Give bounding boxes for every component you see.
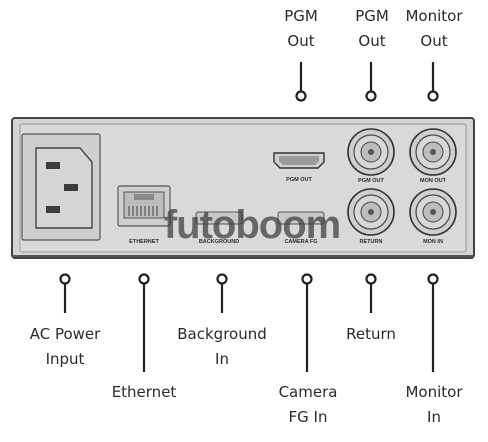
callout-line: FG In xyxy=(288,408,328,426)
background-port: BACKGROUND xyxy=(195,211,243,245)
callout-pgm-out-sdi: PGM Out xyxy=(355,4,389,54)
leader-monitor-out-dot xyxy=(427,90,439,102)
callout-line: Out xyxy=(287,32,315,50)
mon-out-connector: MON OUT xyxy=(409,128,457,184)
leader-monitor-in-dot xyxy=(427,273,439,285)
top-leaders xyxy=(295,62,439,102)
background-port-label: BACKGROUND xyxy=(199,239,239,245)
callout-ac-power: AC Power Input xyxy=(30,322,101,372)
sdi-pgm-out-label: PGM OUT xyxy=(358,178,384,184)
callout-line: Monitor xyxy=(405,383,463,401)
callout-background-in: Background In xyxy=(177,322,267,372)
mon-in-connector: MON IN xyxy=(409,188,457,245)
callout-line: Background xyxy=(177,325,267,343)
callout-line: AC Power xyxy=(29,325,101,343)
ethernet-port: ETHERNET xyxy=(117,185,171,245)
camera-fg-port: CAMERA FG xyxy=(277,211,325,245)
leader-return-dot xyxy=(365,273,377,285)
callout-return: Return xyxy=(346,322,396,347)
callout-line: PGM xyxy=(355,7,389,25)
hdmi-pgm-out-port: PGM OUT xyxy=(273,152,325,183)
callout-line: Out xyxy=(358,32,386,50)
callout-camera-fg-in: Camera FG In xyxy=(279,380,338,430)
callout-line: Input xyxy=(45,350,85,368)
hdmi-pgm-out-label: PGM OUT xyxy=(286,177,312,183)
leader-pgm-out-hdmi-dot xyxy=(295,90,307,102)
leader-ac-power-dot xyxy=(59,273,71,285)
callout-ethernet: Ethernet xyxy=(112,380,177,405)
leader-ethernet-dot xyxy=(138,273,150,285)
callout-monitor-in: Monitor In xyxy=(405,380,462,430)
mon-in-label: MON IN xyxy=(423,239,443,245)
callout-line: Ethernet xyxy=(111,383,177,401)
bottom-leaders xyxy=(59,273,439,372)
callout-line: In xyxy=(215,350,229,368)
return-connector: RETURN xyxy=(347,188,395,245)
callout-monitor-out: Monitor Out xyxy=(405,4,462,54)
mon-out-label: MON OUT xyxy=(420,178,447,184)
ac-power-socket xyxy=(21,133,101,241)
callout-line: Out xyxy=(420,32,448,50)
camera-fg-port-label: CAMERA FG xyxy=(284,239,317,245)
return-label: RETURN xyxy=(360,239,383,245)
callout-line: Monitor xyxy=(405,7,463,25)
watermark: futoboom xyxy=(164,203,340,247)
leader-background-dot xyxy=(216,273,228,285)
callout-pgm-out-hdmi: PGM Out xyxy=(284,4,318,54)
leader-camera-fg-dot xyxy=(301,273,313,285)
callout-line: Return xyxy=(346,325,396,343)
sdi-pgm-out-connector: PGM OUT xyxy=(347,128,395,184)
leader-pgm-out-sdi-dot xyxy=(365,90,377,102)
callout-line: PGM xyxy=(284,7,318,25)
ethernet-port-label: ETHERNET xyxy=(129,239,159,245)
callout-line: Camera xyxy=(278,383,338,401)
callout-line: In xyxy=(427,408,441,426)
